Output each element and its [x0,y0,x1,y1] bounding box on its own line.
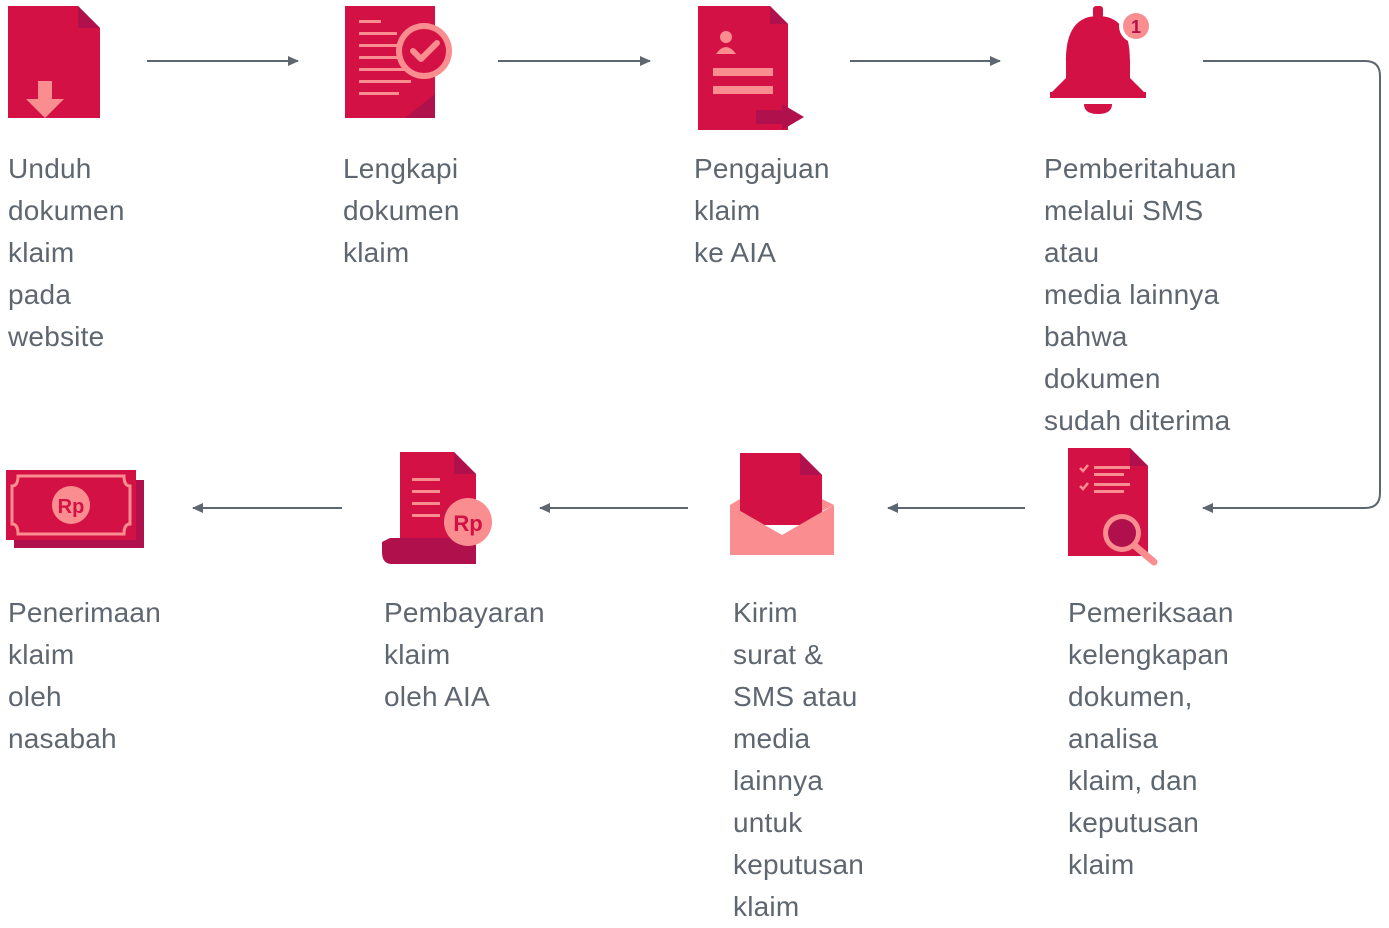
arrow-step4-to-step5 [1202,60,1381,513]
flow-arrows [147,56,1381,513]
document-download-icon [8,6,100,118]
document-payment-icon: Rp [382,452,492,564]
document-search-icon [1068,448,1158,566]
currency-label: Rp [58,496,85,518]
step-label: Pembayaran klaim oleh AIA [384,597,545,712]
banknote-icon: Rp [6,470,144,548]
step-label: Unduh dokumen klaim pada website [8,153,125,352]
step-label: Pemberitahuan melalui SMS atau media lai… [1044,153,1237,436]
step-label: Lengkapi dokumen klaim [343,153,460,268]
step-label: Pemeriksaan kelengkapan dokumen, analisa… [1068,597,1234,880]
currency-label: Rp [453,511,482,536]
document-check-icon [345,6,452,118]
step-label: Pengajuan klaim ke AIA [694,153,830,268]
notification-badge: 1 [1131,17,1141,37]
notification-bell-icon: 1 [1050,6,1153,114]
step-label: Penerimaan klaim oleh nasabah [8,597,161,754]
envelope-letter-icon [730,453,834,555]
document-submit-icon [698,6,804,130]
step-label: Kirim surat & SMS atau media lainnya unt… [733,597,865,922]
